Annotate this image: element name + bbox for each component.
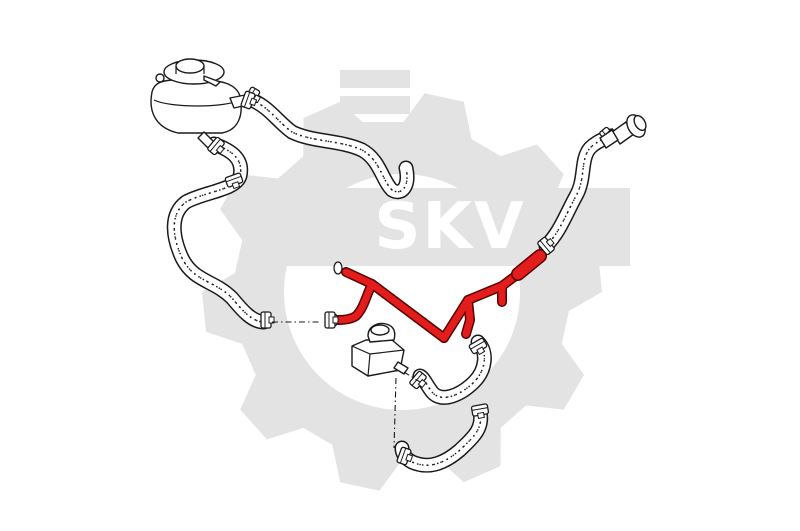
hose-clamp (240, 90, 258, 110)
coolant-pipe-highlighted (329, 249, 547, 343)
hose-clamp (324, 311, 339, 329)
hose-clamp (207, 136, 225, 156)
hose-clamp-group (207, 86, 617, 466)
watermark-text: SKV (374, 190, 525, 264)
pipe-segment (334, 280, 376, 324)
hose-clamp (470, 403, 490, 419)
hose-clamp (537, 236, 555, 256)
hose-clamp (468, 337, 488, 356)
thermostat-housing-connector (599, 114, 647, 149)
hose-clamp (224, 172, 244, 190)
pipe-segment (462, 296, 474, 338)
hose-texture (173, 143, 265, 323)
hose-clamp (396, 446, 414, 466)
watermark-gear-logo: SKV (202, 70, 630, 491)
gear-stripe (340, 122, 410, 140)
gear-icon (202, 70, 630, 491)
pipe-segment (512, 250, 546, 280)
pipe-end-ring (333, 261, 343, 275)
hose-texture (419, 341, 486, 399)
hose-clamp (260, 311, 275, 329)
hose-body (540, 130, 616, 252)
hose-clamp (409, 370, 427, 390)
gear-stripe (340, 96, 410, 114)
small-reservoir (351, 322, 409, 377)
assembly-guide-lines (272, 321, 421, 449)
gear-stripe (340, 70, 410, 88)
gear-shape (202, 93, 602, 491)
hose-texture (251, 99, 408, 193)
hose-texture (401, 411, 482, 466)
coolant-expansion-tank (150, 58, 253, 149)
